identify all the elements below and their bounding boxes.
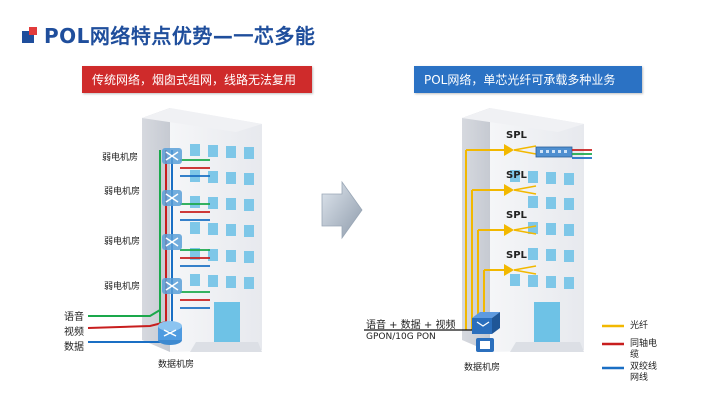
left-room-label: 数据机房: [158, 360, 195, 370]
service-label: 语音 + 数据 + 视频: [366, 320, 456, 331]
gpon-label: GPON/10G PON: [366, 332, 436, 342]
onu-device-icon: [535, 146, 592, 159]
spl-label-2: SPL: [506, 170, 527, 181]
floor-label-2: 弱电机房: [104, 187, 141, 197]
splitter-icon: [504, 264, 537, 276]
caption-pol: POL网络，单芯光纤可承载多种业务: [414, 66, 642, 93]
transition-arrow-icon: [321, 180, 363, 240]
legend-twisted: 双绞线网线: [630, 362, 658, 383]
left-floor-runs: [180, 159, 210, 309]
title-logo-icon: [22, 26, 38, 43]
title-bar: POL网络特点优势—一芯多能: [22, 20, 315, 49]
left-door: [214, 302, 240, 342]
floor-label-1: 弱电机房: [102, 153, 139, 163]
spl-label-3: SPL: [506, 210, 527, 221]
left-data-room-icon: [158, 321, 182, 345]
page-title: POL网络特点优势—一芯多能: [44, 24, 316, 48]
source-label-data: 数据: [64, 342, 84, 353]
floor-label-3: 弱电机房: [104, 237, 141, 247]
switch-icon: [162, 190, 182, 206]
legend-fiber: 光纤: [630, 321, 649, 331]
olt-device-icon: [472, 312, 500, 352]
left-building: [142, 108, 262, 352]
left-switch-icons: [162, 148, 182, 294]
right-windows: [510, 170, 574, 289]
splitter-icon: [504, 144, 537, 156]
source-label-video: 视频: [64, 327, 84, 338]
legend-lines: [602, 324, 624, 370]
spl-splitter-icons: [504, 144, 537, 276]
caption-traditional: 传统网络，烟囱式组网，线路无法复用: [82, 66, 312, 93]
spl-label-4: SPL: [506, 250, 527, 261]
switch-icon: [162, 234, 182, 250]
legend-coax: 同轴电缆: [630, 339, 658, 360]
switch-icon: [162, 278, 182, 294]
floor-label-4: 弱电机房: [104, 282, 141, 292]
source-label-voice: 语音: [64, 312, 84, 323]
spl-label-1: SPL: [506, 130, 527, 141]
switch-icon: [162, 148, 182, 164]
right-fiber-risers: [465, 149, 504, 330]
right-door: [534, 302, 560, 342]
splitter-icon: [504, 224, 537, 236]
splitter-icon: [504, 184, 537, 196]
right-room-label: 数据机房: [464, 363, 501, 373]
